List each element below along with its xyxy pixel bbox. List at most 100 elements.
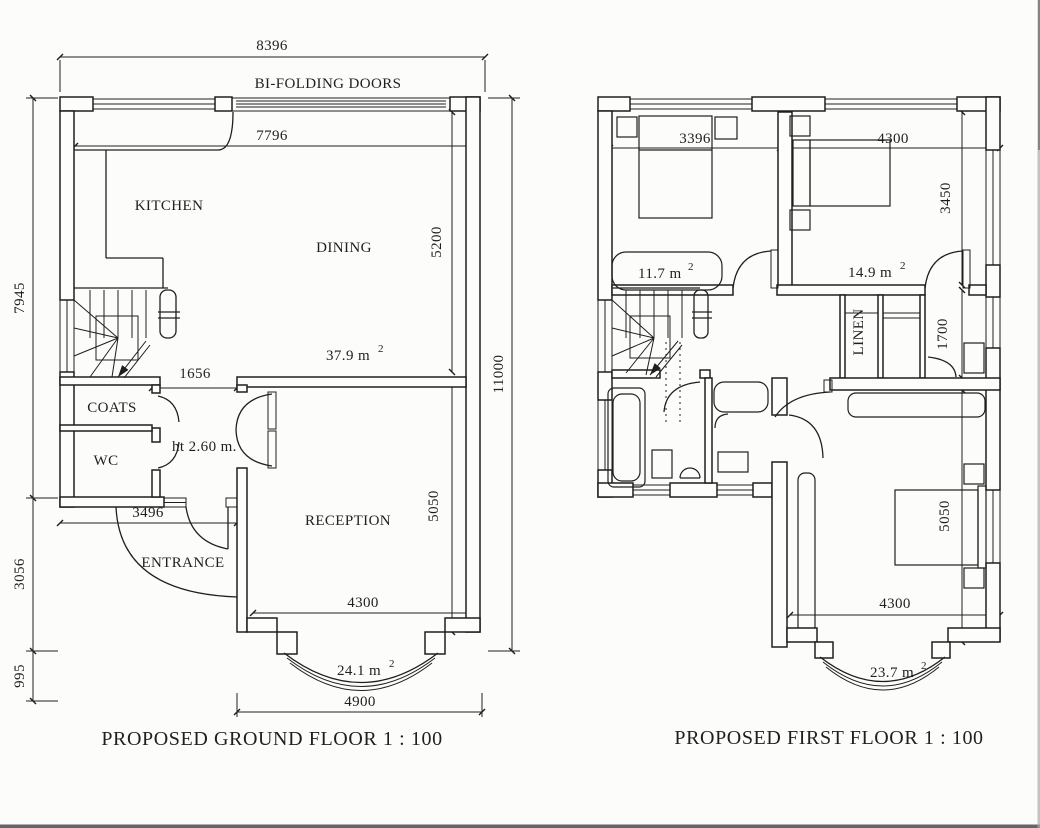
bedroom2-window [824, 98, 958, 110]
dim-bedroom2-width: 4300 [877, 131, 909, 147]
bedside-table [616, 116, 638, 138]
bedroom2-side-window [985, 149, 1001, 266]
bed [809, 139, 891, 207]
linen-label: LINEN [851, 309, 867, 356]
master-door [774, 379, 833, 418]
bathtub [607, 387, 646, 488]
ceiling-height-label: ht 2.60 m. [172, 439, 237, 455]
dim-bay-width: 4900 [344, 694, 376, 710]
bedside-table [714, 116, 738, 140]
hall-window-right [225, 497, 238, 508]
dim-bedroom2-depth: 3450 [938, 182, 954, 214]
dim-bedroom1-width: 3396 [679, 131, 711, 147]
stair-direction-arrow [118, 365, 129, 377]
bifolding-doors-label: BI-FOLDING DOORS [255, 76, 402, 92]
first-floor-plan: 3396 4300 3450 1700 5050 4300 LINEN 11.7… [597, 96, 1004, 749]
svg-text:2: 2 [921, 660, 927, 672]
dining-area-label: 37.9 m 2 [326, 343, 384, 364]
svg-text:2: 2 [378, 343, 384, 355]
dim-bay-depth: 995 [12, 664, 28, 688]
bedroom1-window [629, 98, 753, 110]
wc-door [157, 441, 180, 469]
svg-text:23.7 m: 23.7 m [870, 665, 914, 681]
kitchen-label: KITCHEN [135, 198, 204, 214]
porch-curve [115, 506, 238, 598]
dresser [611, 251, 723, 291]
bedroom1-area-label: 11.7 m 2 [638, 261, 694, 282]
wardrobe [797, 472, 816, 634]
first-dimension-lines [606, 108, 1004, 646]
ensuite-door [788, 414, 824, 459]
ground-floor-plan: 8396 BI-FOLDING DOORS 7796 7945 3056 995… [12, 38, 520, 750]
first-floor-title: PROPOSED FIRST FLOOR 1 : 100 [674, 727, 983, 749]
kitchen-counter [74, 111, 234, 288]
toilet [651, 449, 673, 479]
first-stair-window [597, 299, 613, 373]
bathroom-window-left [597, 399, 613, 471]
dim-dining-depth: 5200 [429, 226, 445, 258]
wardrobe [847, 392, 986, 418]
master-side-window [985, 489, 1001, 564]
first-stair-direction-arrow [650, 363, 661, 375]
ground-dimension-lines [29, 53, 516, 716]
shower [713, 381, 769, 473]
hall-window-left [163, 497, 187, 508]
front-door [185, 506, 229, 550]
bedroom2-door [924, 249, 971, 289]
first-stairs [611, 287, 712, 426]
coats-door [157, 395, 180, 423]
dim-stair-opening: 1656 [179, 366, 211, 382]
svg-text:11.7 m: 11.7 m [638, 266, 682, 282]
inner-wc-door [927, 356, 957, 378]
dim-reception-depth: 5050 [426, 490, 442, 522]
wc-label: WC [94, 453, 119, 469]
dim-overall-width: 8396 [256, 38, 288, 54]
ground-bay-window [246, 617, 481, 691]
dim-total-height: 11000 [491, 355, 507, 394]
bedside-table [789, 115, 811, 137]
coats-label: COATS [87, 400, 137, 416]
dim-internal-width: 7796 [256, 128, 288, 144]
svg-text:2: 2 [389, 658, 395, 670]
svg-text:24.1 m: 24.1 m [337, 663, 381, 679]
bedroom2-area-label: 14.9 m 2 [848, 260, 906, 281]
bedroom1-door [732, 249, 779, 289]
headboard [977, 485, 987, 569]
ground-exterior-walls [59, 96, 481, 633]
dim-master-depth: 5050 [937, 500, 953, 532]
entrance-label: ENTRANCE [141, 555, 224, 571]
svg-text:2: 2 [900, 260, 906, 272]
bedside-table [963, 463, 985, 485]
ground-stairs [73, 287, 180, 379]
ground-interior-walls [59, 376, 467, 633]
bed [638, 115, 713, 219]
dim-reception-width: 4300 [347, 595, 379, 611]
bedroom1-furniture [611, 115, 738, 291]
reception-double-doors [235, 391, 277, 469]
bedroom2-furniture [789, 115, 891, 231]
bedside-table [963, 567, 985, 589]
dim-master-width: 4300 [879, 596, 911, 612]
inner-wc-toilet [963, 342, 985, 374]
wc-side-window [985, 296, 1001, 349]
bathroom-door [663, 381, 701, 413]
dim-hall-width: 3496 [132, 505, 164, 521]
stair-window [59, 299, 75, 373]
svg-text:14.9 m: 14.9 m [848, 265, 892, 281]
bathroom-window-bottom2 [716, 484, 754, 496]
svg-text:37.9 m: 37.9 m [326, 348, 370, 364]
svg-text:2: 2 [688, 261, 694, 273]
basin [679, 467, 701, 479]
dining-label: DINING [316, 240, 372, 256]
first-bay-window [786, 627, 1001, 691]
reception-label: RECEPTION [305, 513, 391, 529]
bifolding-doors-symbol [231, 97, 451, 112]
kitchen-window [92, 98, 216, 110]
dim-upper-height: 7945 [12, 282, 28, 314]
dim-landing-depth: 1700 [935, 318, 951, 350]
reception-area-label: 24.1 m 2 [337, 658, 395, 679]
headboard [792, 139, 811, 207]
